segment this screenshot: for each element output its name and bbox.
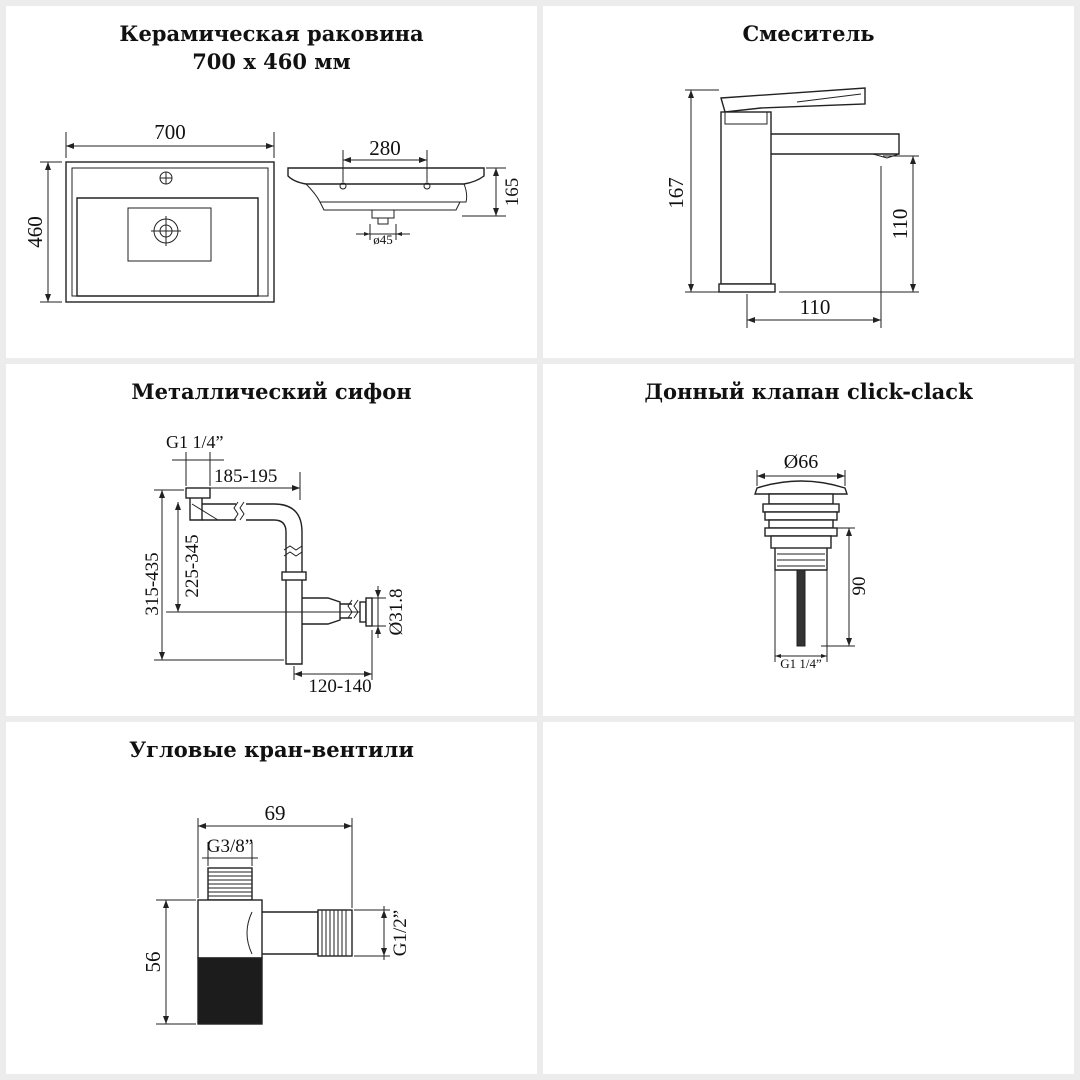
mixer-title: Смеситель	[742, 21, 875, 46]
mixer-drawing: 167 110 110	[664, 87, 919, 328]
panel-empty	[543, 722, 1074, 1074]
angle-valve-handle	[197, 957, 263, 1025]
sink-height-label: 460	[23, 216, 47, 248]
valve-thread-label: G1 1/4”	[780, 656, 822, 671]
panel-valve: Донный клапан click-clack Ø66 90 G1 1/4”	[543, 364, 1074, 716]
mixer-reach-label: 110	[800, 295, 831, 319]
sink-width-label: 700	[154, 120, 186, 144]
sink-drain-label: ø45	[373, 232, 393, 247]
sink-title-line2: 700 х 460 мм	[192, 49, 351, 74]
panel-angle-valve: Угловые кран-вентили 69 G3/8” 56 G1/2”	[6, 722, 537, 1074]
angle-valve-length-label: 69	[265, 801, 286, 825]
valve-diameter-label: Ø66	[784, 451, 818, 473]
angle-valve-thread-top-label: G3/8”	[207, 836, 253, 857]
siphon-height-outer-label: 315-435	[142, 552, 163, 615]
angle-valve-thread-side-label: G1/2”	[390, 910, 411, 956]
siphon-inlet	[185, 487, 211, 499]
siphon-drawing: G1 1/4” 185-195 315-435 225-345 Ø31.8 12…	[142, 432, 407, 697]
angle-valve-title: Угловые кран-вентили	[129, 737, 414, 762]
sink-top-outline	[65, 161, 275, 303]
sink-title-line1: Керамическая раковина	[119, 21, 424, 46]
siphon-height-inner-label: 225-345	[182, 534, 203, 597]
mixer-lever	[720, 87, 866, 113]
mixer-height-label: 167	[664, 177, 688, 209]
valve-title: Донный клапан click-clack	[644, 379, 973, 404]
angle-valve-drawing: 69 G3/8” 56 G1/2”	[141, 801, 411, 1025]
angle-valve-height-label: 56	[141, 952, 165, 973]
valve-height-label: 90	[849, 577, 870, 596]
valve-cap	[754, 480, 848, 495]
siphon-diameter-label: Ø31.8	[386, 589, 407, 636]
valve-drawing: Ø66 90 G1 1/4”	[754, 451, 870, 671]
sink-title: Керамическая раковина 700 х 460 мм	[6, 20, 537, 76]
panel-sink: Керамическая раковина 700 х 460 мм 700 4…	[6, 6, 537, 358]
siphon-title: Металлический сифон	[131, 379, 412, 404]
sink-drawing: 700 460 280 165 ø45	[23, 120, 523, 303]
panel-siphon: Металлический сифон G1 1/4” 185-195 315-…	[6, 364, 537, 716]
siphon-offset-label: 120-140	[308, 676, 371, 697]
sink-depth-label: 165	[502, 178, 523, 207]
sink-holes-label: 280	[369, 136, 401, 160]
siphon-length-label: 185-195	[214, 466, 277, 487]
panel-mixer: Смеситель 167 110 110	[543, 6, 1074, 358]
siphon-thread-label: G1 1/4”	[166, 432, 224, 452]
mixer-spout-height-label: 110	[888, 209, 912, 240]
